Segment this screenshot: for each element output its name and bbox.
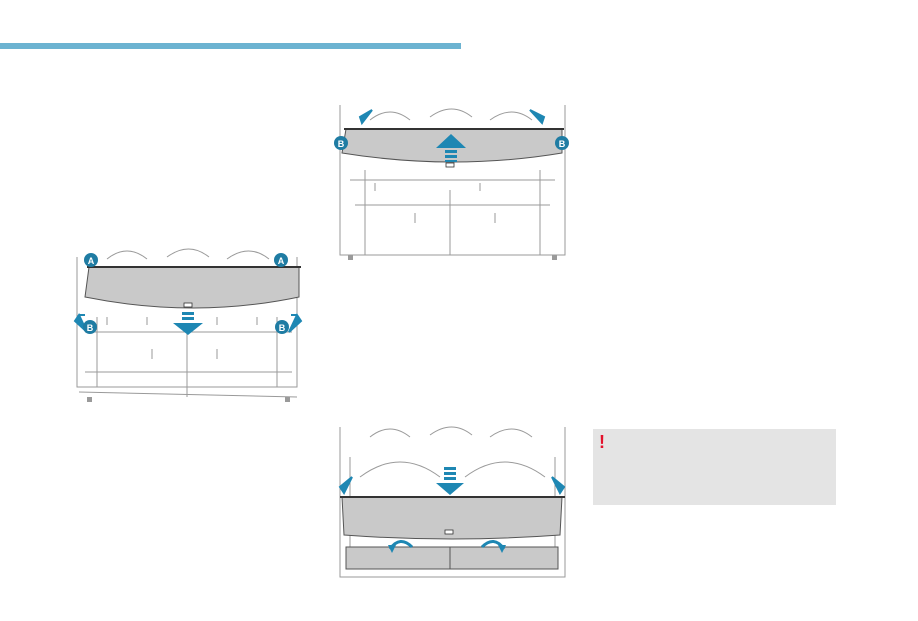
arrow-up-right-icon	[288, 312, 303, 333]
arrow-down-left-icon	[358, 109, 373, 126]
svg-text:A: A	[88, 256, 95, 266]
arrow-down-right-icon	[529, 109, 546, 125]
down-arrow-icon	[436, 467, 464, 495]
svg-text:B: B	[559, 139, 566, 149]
figure-remove-cover: A A B B	[67, 237, 310, 405]
header-bar	[0, 43, 461, 49]
load-space-cover	[341, 496, 563, 540]
badge-b-right: B	[555, 136, 569, 150]
badge-a-left: A	[84, 253, 98, 267]
arrow-down-right-icon	[551, 476, 566, 495]
figure-lift-cover: B B	[330, 95, 575, 263]
badge-b-left: B	[83, 320, 97, 334]
figure-stow-cover	[330, 417, 575, 583]
arrow-down-left-icon	[338, 476, 353, 495]
badge-b-left: B	[334, 136, 348, 150]
svg-text:B: B	[338, 139, 345, 149]
up-arrow-icon	[436, 134, 466, 162]
badge-a-right: A	[274, 253, 288, 267]
floor-panel	[345, 546, 559, 570]
badge-b-right: B	[275, 320, 289, 334]
load-space-cover	[84, 266, 300, 309]
svg-text:B: B	[279, 323, 286, 333]
exclamation-icon: !	[599, 432, 605, 452]
down-arrow-icon	[173, 312, 203, 335]
svg-text:A: A	[278, 256, 285, 266]
warning-box: !	[593, 429, 836, 505]
svg-text:B: B	[87, 323, 94, 333]
